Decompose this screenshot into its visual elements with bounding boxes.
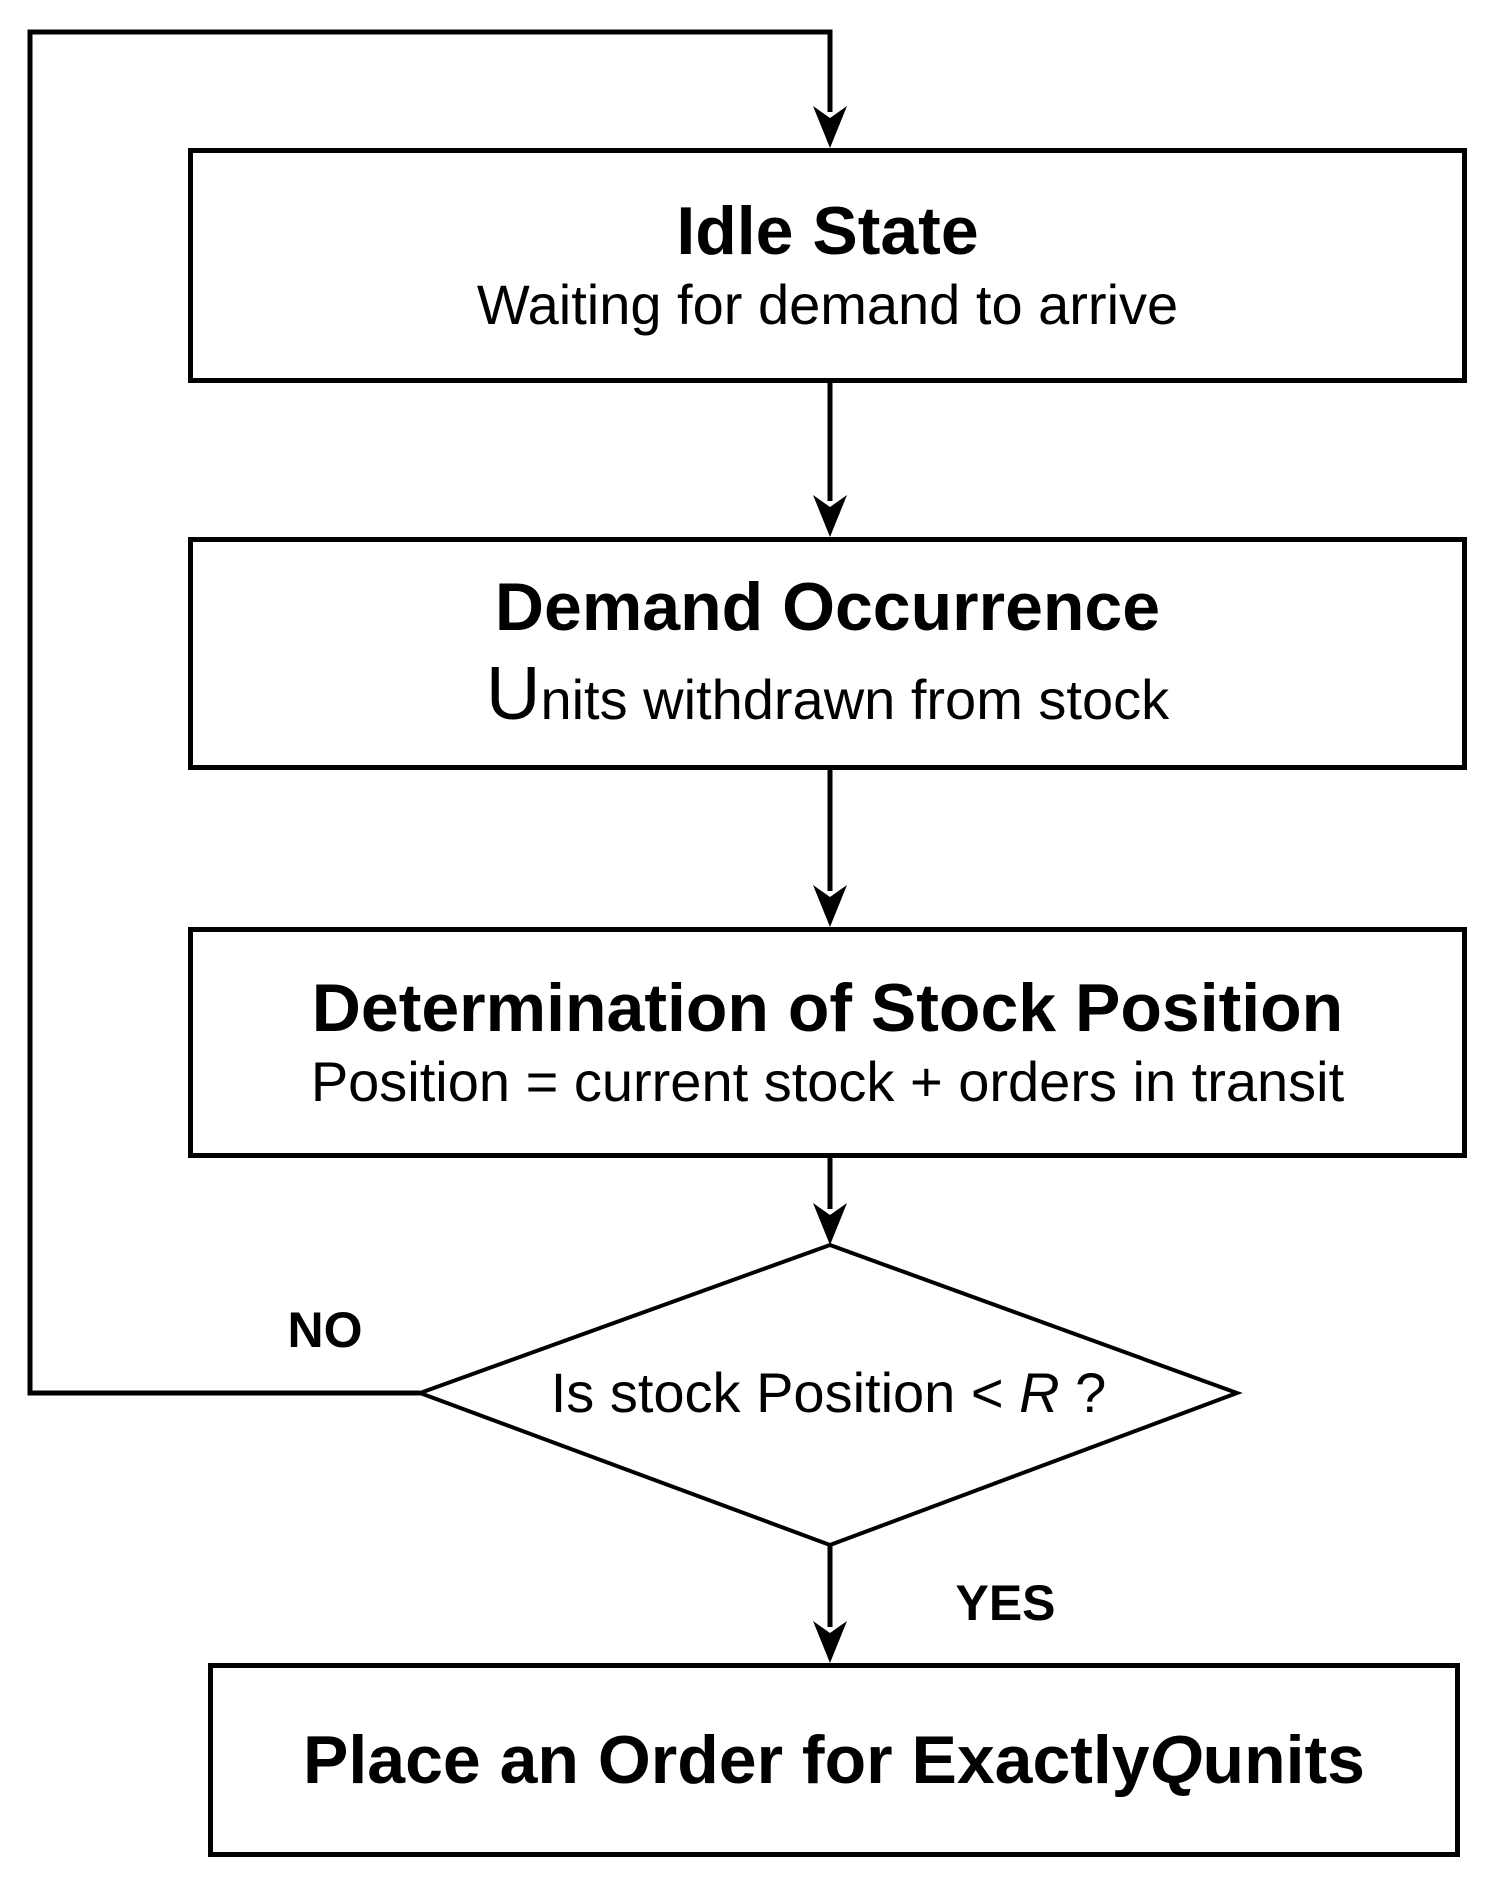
decision-question-prefix: Is stock Position <	[550, 1361, 1020, 1424]
step-box-idle-state: Idle State Waiting for demand to arrive	[188, 148, 1467, 383]
arrowhead-idle-to-demand-icon	[813, 495, 847, 537]
decision-variable-r: R	[1019, 1361, 1060, 1424]
arrowhead-demand-to-determination-icon	[813, 885, 847, 927]
action-text-suffix: units	[1202, 1722, 1365, 1798]
step-subtitle-idle-state: Waiting for demand to arrive	[476, 273, 1179, 337]
arrowhead-decision-to-action-icon	[813, 1621, 847, 1663]
no-loop-arrowhead-icon	[813, 106, 847, 148]
decision-diamond	[414, 1242, 1243, 1548]
step-title-demand-occurrence: Demand Occurrence	[494, 569, 1161, 646]
no-loop-line	[27, 29, 833, 1396]
action-text-prefix: Place an Order for Exactly	[303, 1722, 1150, 1798]
arrowhead-determination-to-decision-icon	[813, 1203, 847, 1245]
decision-question-suffix: ?	[1059, 1361, 1107, 1424]
action-box-place-order: Place an Order for Exactly Q units	[208, 1663, 1460, 1857]
branch-label-yes: YES	[955, 1575, 1056, 1631]
step-title-idle-state: Idle State	[676, 193, 979, 270]
branch-label-no: NO	[287, 1302, 363, 1358]
step-subtitle-demand-occurrence: Units withdrawn from stock	[485, 651, 1170, 736]
step-subtitle-stock-position: Position = current stock + orders in tra…	[310, 1050, 1345, 1114]
step-box-stock-position: Determination of Stock Position Position…	[188, 927, 1467, 1158]
step-box-demand-occurrence: Demand Occurrence Units withdrawn from s…	[188, 537, 1467, 770]
action-variable-q: Q	[1149, 1722, 1203, 1798]
decision-question: Is stock Position < R ?	[420, 1358, 1237, 1428]
step-title-stock-position: Determination of Stock Position	[311, 970, 1344, 1047]
